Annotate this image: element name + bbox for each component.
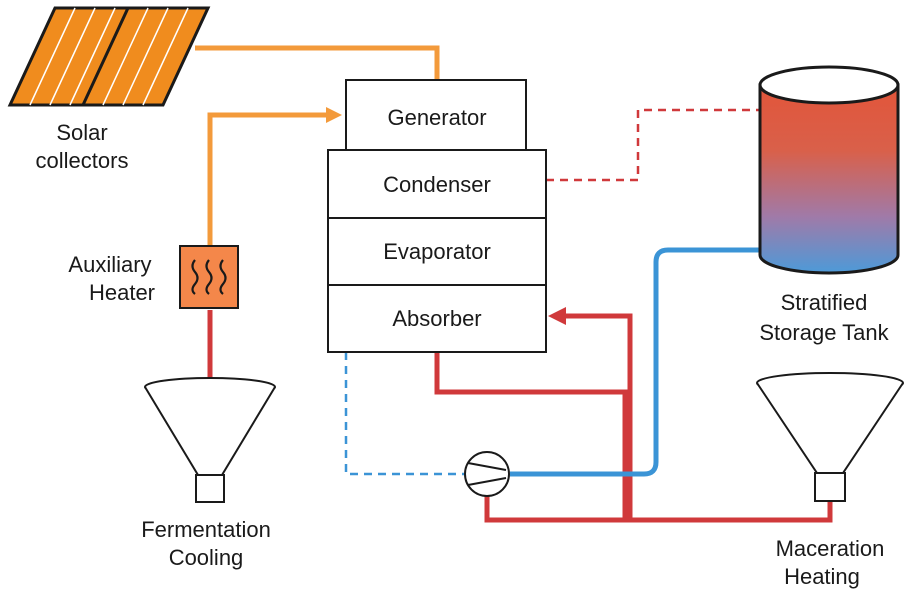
cylinder-tank-icon bbox=[758, 65, 900, 275]
absorption-chiller bbox=[327, 79, 547, 353]
absorber-supply-pipe bbox=[562, 313, 633, 518]
solar-supply-pipe bbox=[195, 45, 440, 80]
solar-collector-panel-right bbox=[80, 6, 211, 107]
aux-label-line2: Heater bbox=[89, 280, 155, 305]
tank-to-pump-pipe bbox=[510, 247, 760, 477]
evaporator-label: Evaporator bbox=[383, 239, 491, 264]
absorber-return-pipe bbox=[434, 352, 628, 518]
heater-to-generator-pipe bbox=[207, 112, 328, 245]
solar-label-line2: collectors bbox=[36, 148, 129, 173]
solar-label-line1: Solar bbox=[56, 120, 107, 145]
tank-label-line1: Stratified bbox=[781, 290, 868, 315]
fermentation-label-line2: Cooling bbox=[169, 545, 244, 570]
generator-label: Generator bbox=[387, 105, 486, 130]
absorber-pump-dashed-link bbox=[344, 352, 464, 476]
heat-waves-icon bbox=[191, 259, 227, 295]
condenser-label: Condenser bbox=[383, 172, 491, 197]
condenser-tank-dashed-link bbox=[546, 108, 760, 182]
aux-label-line1: Auxiliary bbox=[68, 252, 151, 277]
tank-label-line2: Storage Tank bbox=[759, 320, 889, 345]
maceration-label-line2: Heating bbox=[784, 564, 860, 589]
absorber-inlet-arrow bbox=[548, 307, 566, 325]
fermentation-label-line1: Fermentation bbox=[141, 517, 271, 542]
maceration-funnel-icon bbox=[756, 372, 904, 502]
absorber-label: Absorber bbox=[392, 306, 481, 331]
fermentation-funnel-icon bbox=[144, 377, 276, 503]
pump-icon bbox=[464, 451, 510, 497]
generator-inlet-arrow bbox=[326, 107, 342, 123]
pump-to-maceration-pipe bbox=[484, 490, 833, 523]
maceration-label-line1: Maceration bbox=[776, 536, 885, 561]
auxiliary-heater bbox=[179, 245, 239, 309]
